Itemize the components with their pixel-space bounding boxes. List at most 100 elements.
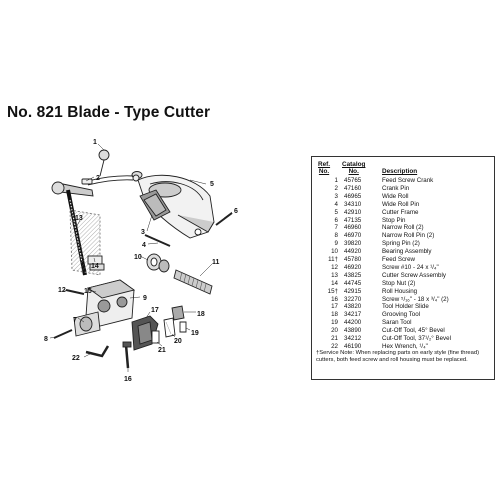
wide-roll-part xyxy=(139,189,171,221)
ref-cell: 14 xyxy=(331,279,338,287)
stop-pin-part xyxy=(215,212,233,226)
ref-cell: 7 xyxy=(334,224,338,232)
callout-19: 19 xyxy=(191,330,199,337)
description-cell: Cut-Off Tool, 45° Bevel xyxy=(382,327,445,335)
description-cell: Cutter Screw Assembly xyxy=(382,271,446,279)
ref-cell: 12 xyxy=(331,263,338,271)
header-description: Description xyxy=(382,168,418,175)
callout-13: 13 xyxy=(75,215,83,222)
bearing-assembly-part xyxy=(146,253,170,273)
catalog-cell: 46965 xyxy=(344,192,362,200)
description-cell: Crank Pin xyxy=(382,184,410,192)
callout-7: 7 xyxy=(73,317,77,324)
header-ref-line1: Ref. xyxy=(318,161,331,168)
ref-cell: 8 xyxy=(334,232,338,240)
saran-tool-part xyxy=(179,321,187,333)
description-cell: Stop Nut (2) xyxy=(382,279,416,287)
ref-cell: 18 xyxy=(331,311,338,319)
cut-off-tool-21-part xyxy=(151,330,160,344)
callout-6: 6 xyxy=(234,208,238,215)
description-cell: Narrow Roll (2) xyxy=(382,224,424,232)
callout-2: 2 xyxy=(96,175,100,182)
description-cell: Screw #10 - 24 x ¹/₄" xyxy=(382,263,439,271)
catalog-cell: 34212 xyxy=(344,335,362,342)
callout-15: 15 xyxy=(84,288,92,295)
callout-22: 22 xyxy=(72,355,80,362)
catalog-cell: 44745 xyxy=(344,279,362,287)
table-row: 14 44745 Stop Nut (2) xyxy=(312,280,496,288)
catalog-cell: 46920 xyxy=(344,263,362,271)
catalog-cell: 44200 xyxy=(344,319,362,327)
ref-cell: 3 xyxy=(334,192,338,200)
ref-cell: 5 xyxy=(334,208,338,216)
feed-screw-crank-part xyxy=(87,149,143,186)
callout-10: 10 xyxy=(134,254,142,261)
ref-cell: 2 xyxy=(334,184,338,192)
catalog-cell: 44920 xyxy=(344,248,362,256)
description-cell: Spring Pin (2) xyxy=(382,240,420,248)
feed-screw-part xyxy=(173,269,213,295)
narrow-roll-pin-part xyxy=(53,329,73,339)
header-catalog-line2: No. xyxy=(348,168,359,175)
catalog-cell: 42915 xyxy=(344,287,362,295)
callout-5: 5 xyxy=(210,181,214,188)
callout-11: 11 xyxy=(212,259,220,266)
catalog-cell: 32270 xyxy=(344,295,362,303)
ref-cell: 1 xyxy=(334,177,338,184)
description-cell: Wide Roll Pin xyxy=(382,200,420,208)
catalog-cell: 43825 xyxy=(344,271,362,279)
ref-cell: 9 xyxy=(334,240,338,248)
catalog-cell: 46970 xyxy=(344,232,362,240)
description-cell: Saran Tool xyxy=(382,319,412,327)
callout-3: 3 xyxy=(141,229,145,236)
description-cell: Bearing Assembly xyxy=(382,248,432,256)
callout-4: 4 xyxy=(142,242,146,249)
table-row: 10 44920 Bearing Assembly xyxy=(312,248,496,256)
ref-cell: 4 xyxy=(334,200,338,208)
callout-16: 16 xyxy=(124,376,132,383)
catalog-cell: 47135 xyxy=(344,216,362,224)
catalog-cell: 42910 xyxy=(344,208,362,216)
header-ref: Ref. No. xyxy=(318,161,330,175)
header-ref-line2: No. xyxy=(318,168,330,175)
ref-cell: 20 xyxy=(331,327,338,335)
wide-roll-pin-part xyxy=(144,234,171,247)
header-catalog-line1: Catalog xyxy=(342,161,366,168)
description-cell: Wide Roll xyxy=(382,192,409,200)
ref-cell: 10 xyxy=(331,248,338,256)
callout-17: 17 xyxy=(151,307,159,314)
callout-9: 9 xyxy=(143,295,147,302)
ref-cell: 17 xyxy=(331,303,338,311)
description-cell: Narrow Roll Pin (2) xyxy=(382,232,435,240)
hex-wrench-part xyxy=(85,345,110,358)
callout-1: 1 xyxy=(93,139,97,146)
narrow-roll-part xyxy=(73,311,101,337)
ref-cell: 16 xyxy=(331,295,338,303)
callout-21: 21 xyxy=(158,347,166,354)
description-cell: Tool Holder Slide xyxy=(382,303,429,311)
ref-cell: 11† xyxy=(328,256,338,263)
header-catalog: Catalog No. xyxy=(342,161,365,175)
service-note: †Service Note: When replacing parts on e… xyxy=(316,350,480,363)
description-cell: Grooving Tool xyxy=(382,311,421,319)
callout-8: 8 xyxy=(44,336,48,343)
catalog-cell: 34310 xyxy=(344,200,362,208)
catalog-cell: 45780 xyxy=(344,256,362,263)
callout-18: 18 xyxy=(197,311,205,318)
stop-nut-part xyxy=(87,255,105,271)
description-cell: Feed Screw Crank xyxy=(382,177,434,184)
